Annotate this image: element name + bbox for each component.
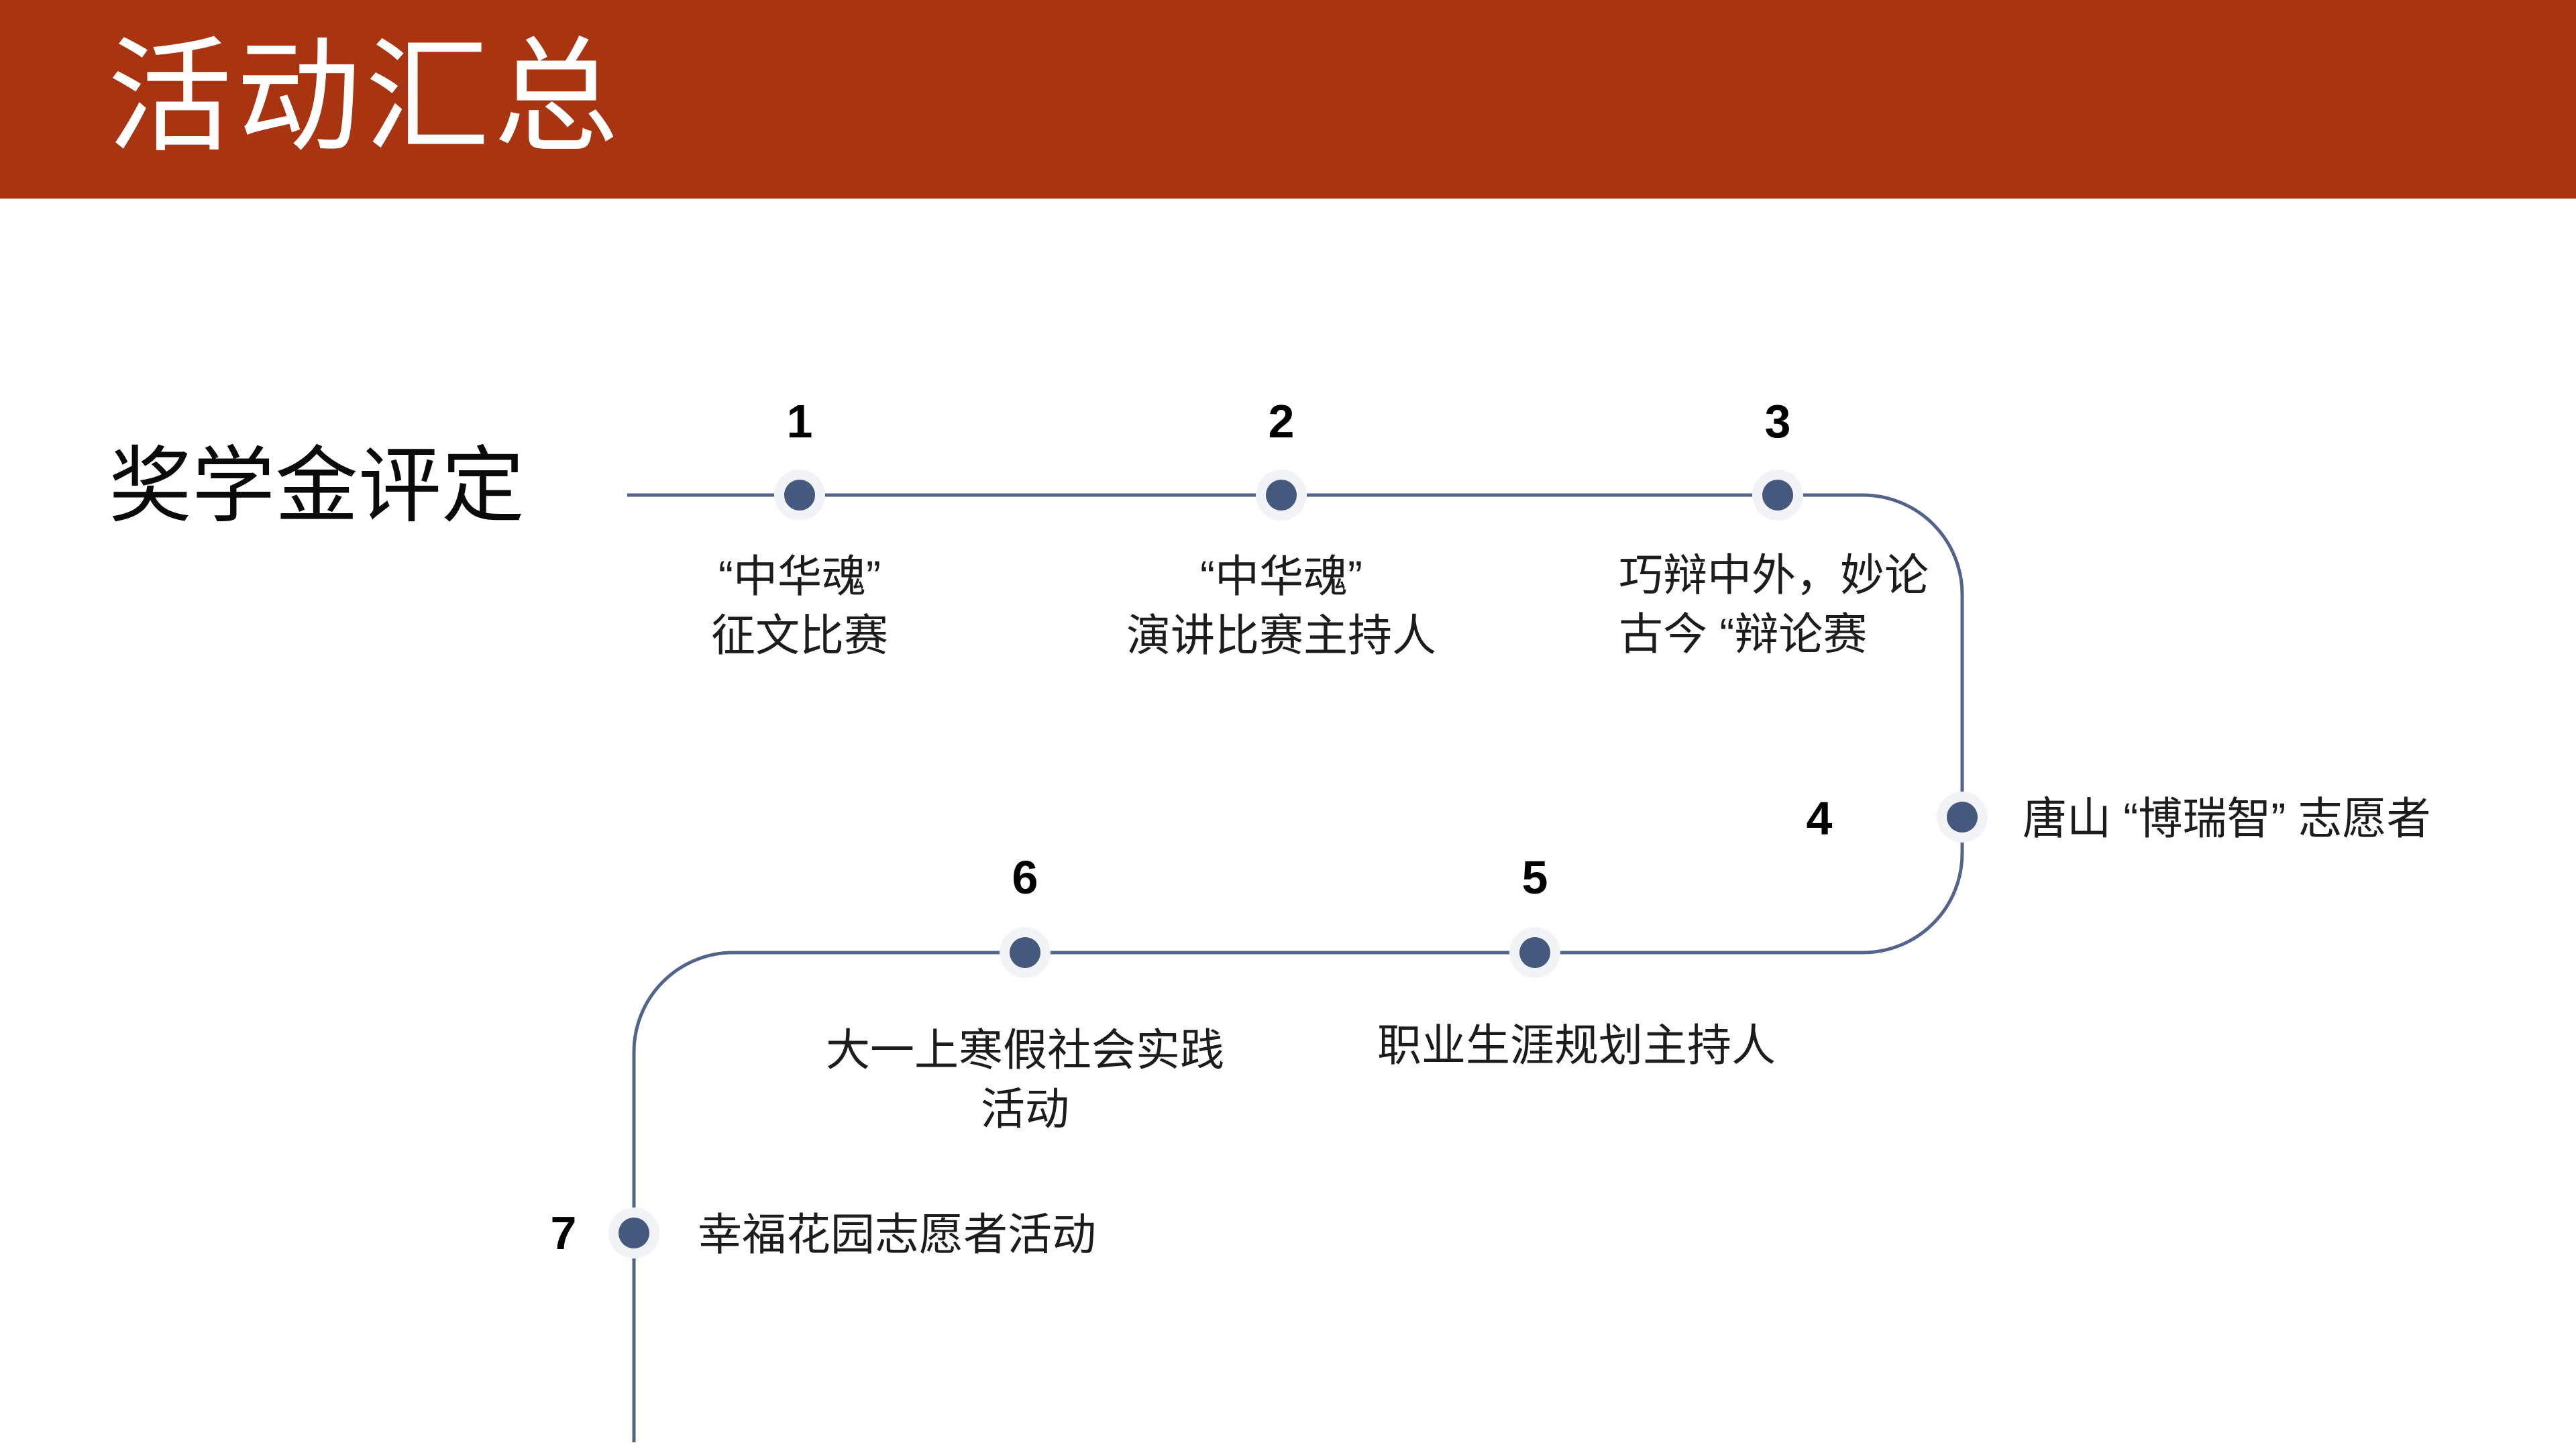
- timeline-number-7: 7: [550, 1207, 577, 1259]
- timeline-dot-3: [1762, 480, 1793, 511]
- timeline-dot-1: [784, 480, 815, 511]
- timeline-connector-path: [627, 493, 1964, 1442]
- timeline-number-1: 1: [786, 395, 813, 447]
- timeline-number-2: 2: [1268, 395, 1295, 447]
- slide-title: 活动汇总: [107, 30, 623, 168]
- section-label: 奖学金评定: [109, 440, 525, 533]
- timeline-label-3: 巧辩中外，妙论 古今 “辩论赛: [1619, 550, 1929, 659]
- timeline-label-4: 唐山 “博瑞智” 志愿者: [2023, 794, 2431, 843]
- timeline-number-5: 5: [1521, 851, 1548, 904]
- timeline-label-6: 大一上寒假社会实践 活动: [826, 1025, 1224, 1134]
- timeline-label-2: “中华魂” 演讲比赛主持人: [1126, 551, 1436, 660]
- timeline-dot-2: [1266, 480, 1297, 511]
- timeline-dot-6: [1010, 937, 1040, 968]
- timeline-dot-4: [1947, 802, 1978, 833]
- timeline-number-6: 6: [1012, 851, 1038, 904]
- timeline-dot-5: [1519, 937, 1550, 968]
- timeline-number-4: 4: [1806, 792, 1833, 845]
- timeline-number-3: 3: [1764, 395, 1791, 447]
- timeline-label-7: 幸福花园志愿者活动: [698, 1210, 1096, 1259]
- header-banner: 活动汇总: [0, 0, 2576, 199]
- timeline-label-5: 职业生涯规划主持人: [1377, 1020, 1776, 1070]
- timeline-label-1: “中华魂” 征文比赛: [711, 551, 888, 660]
- timeline-dot-7: [619, 1218, 649, 1248]
